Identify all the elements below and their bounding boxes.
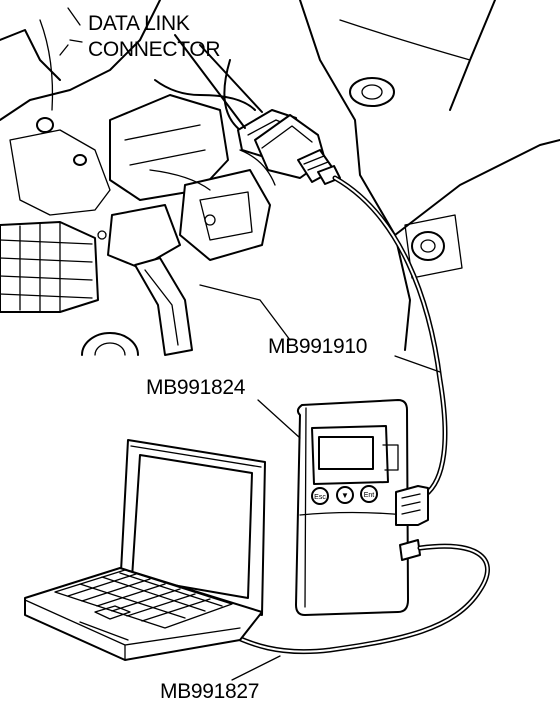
- label-data-link-line2: CONNECTOR: [88, 38, 220, 61]
- vci-display: [318, 436, 374, 470]
- vci-cable-port: [395, 485, 429, 526]
- vci-button-down[interactable]: ▼: [336, 486, 354, 504]
- floor-vent-icon: [81, 332, 139, 356]
- vci-button-esc[interactable]: Esc: [311, 487, 329, 505]
- svg-text:Esc: Esc: [314, 494, 326, 501]
- diagnostic-plug: [254, 114, 341, 185]
- panel-boss-icon: [349, 77, 395, 107]
- label-mb991827: MB991827: [160, 680, 259, 703]
- side-panel-hole-icon: [404, 214, 463, 279]
- cable-mb991910: [332, 175, 448, 498]
- label-mb991910: MB991910: [268, 335, 367, 358]
- vci-button-ent[interactable]: Ent: [360, 485, 378, 503]
- laptop-touchpad: [94, 605, 131, 620]
- label-mb991824: MB991824: [146, 376, 246, 399]
- vci-interface-unit: Esc ▼ Ent: [295, 399, 429, 616]
- vehicle-dashboard-underside: [0, 0, 560, 356]
- laptop-screen: [131, 454, 253, 599]
- svg-text:▼: ▼: [341, 491, 349, 500]
- label-data-link-line1: DATA LINK: [88, 12, 190, 35]
- vci-usb-port: [399, 539, 421, 561]
- callout-leaders: [59, 7, 441, 681]
- laptop: [24, 439, 266, 661]
- svg-text:Ent: Ent: [364, 492, 375, 499]
- laptop-keyboard: [54, 569, 233, 629]
